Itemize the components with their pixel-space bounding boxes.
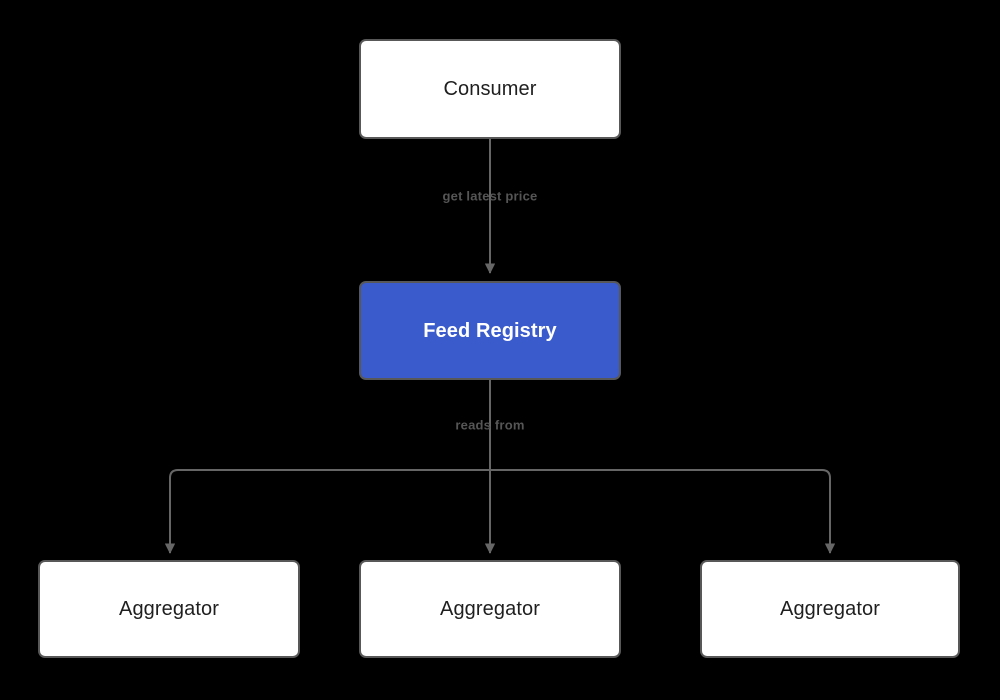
node-aggregator-left-label: Aggregator [119, 598, 219, 620]
node-feed-registry[interactable]: Feed Registry [359, 281, 621, 380]
node-aggregator-center[interactable]: Aggregator [359, 560, 621, 658]
edge-registry-to-aggregator-right [490, 469, 836, 554]
node-aggregator-center-label: Aggregator [440, 598, 540, 620]
node-aggregator-left[interactable]: Aggregator [38, 560, 300, 658]
edge-label-reads-from: reads from [455, 417, 525, 433]
node-aggregator-right-label: Aggregator [780, 598, 880, 620]
node-feed-registry-label: Feed Registry [423, 319, 557, 342]
node-aggregator-right[interactable]: Aggregator [700, 560, 960, 658]
node-consumer[interactable]: Consumer [359, 39, 621, 139]
edge-registry-to-aggregator-left [164, 469, 490, 554]
edge-label-get-latest-price: get latest price [442, 188, 538, 204]
node-consumer-label: Consumer [443, 78, 537, 100]
